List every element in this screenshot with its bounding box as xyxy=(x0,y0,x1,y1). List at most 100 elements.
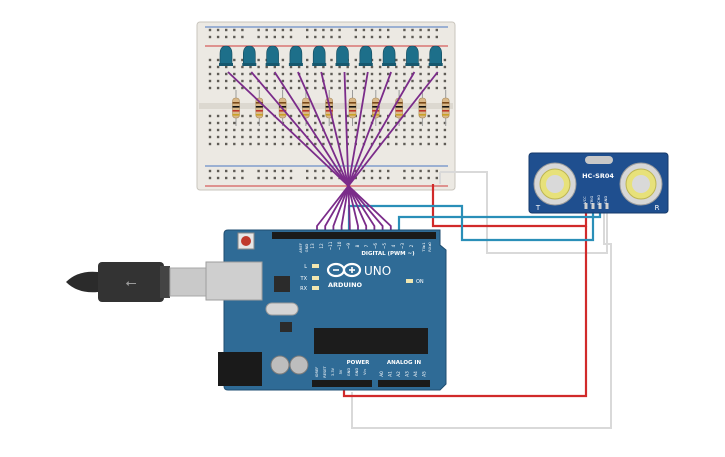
breadboard-hole xyxy=(265,114,268,118)
rail-hole xyxy=(354,28,357,32)
digital-pin-label: 8 xyxy=(355,244,360,247)
breadboard-hole xyxy=(273,142,276,146)
breadboard-hole xyxy=(370,128,374,132)
rail-hole xyxy=(419,28,422,32)
breadboard-hole xyxy=(257,86,260,90)
sensor-model: HC-SR04 xyxy=(582,172,614,180)
rail-hole xyxy=(314,35,317,39)
breadboard-hole xyxy=(265,79,268,83)
rail-hole xyxy=(281,169,285,173)
breadboard-hole xyxy=(273,135,276,139)
digital-pin-label: ~6 xyxy=(373,243,378,250)
rail-hole xyxy=(330,176,333,180)
rail-hole xyxy=(419,35,422,39)
breadboard-hole xyxy=(265,72,268,76)
breadboard-hole xyxy=(419,79,422,83)
breadboard-hole xyxy=(362,114,366,118)
rail-hole xyxy=(208,35,212,39)
breadboard-hole xyxy=(289,86,293,90)
breadboard-hole xyxy=(346,86,349,90)
reset-button-cap[interactable] xyxy=(241,236,251,246)
breadboard-hole xyxy=(249,135,252,139)
breadboard-hole xyxy=(395,121,398,125)
breadboard-hole xyxy=(330,58,333,62)
breadboard-hole xyxy=(370,79,374,83)
breadboard-hole xyxy=(354,128,357,132)
rail-hole xyxy=(273,169,276,173)
digital-header-label: DIGITAL (PWM ~) xyxy=(361,251,415,257)
rail-hole xyxy=(289,169,293,173)
breadboard-hole xyxy=(330,79,333,83)
led-rim xyxy=(382,63,397,66)
led-rim xyxy=(335,63,350,66)
breadboard-hole xyxy=(378,121,382,125)
rail-hole xyxy=(216,176,220,180)
rail-hole xyxy=(314,169,317,173)
label-led-on: ON xyxy=(416,279,424,285)
breadboard-hole xyxy=(435,86,438,90)
led-rx-indicator xyxy=(312,286,319,290)
breadboard-hole xyxy=(330,121,333,125)
led-rim xyxy=(405,63,420,66)
breadboard-hole xyxy=(378,142,382,146)
breadboard-hole xyxy=(233,65,236,69)
breadboard-hole xyxy=(443,86,447,90)
rail-hole xyxy=(233,35,236,39)
power-pin-label: RESET xyxy=(323,365,327,377)
breadboard-hole xyxy=(241,135,244,139)
breadboard-hole xyxy=(411,121,414,125)
rail-hole xyxy=(281,176,285,180)
rail-hole xyxy=(289,176,293,180)
breadboard-hole xyxy=(249,121,252,125)
rail-hole xyxy=(306,35,309,39)
sensor-left-mark: T xyxy=(535,204,541,212)
resistor-band xyxy=(442,106,450,108)
breadboard-hole xyxy=(411,114,414,118)
breadboard-hole xyxy=(395,79,398,83)
rail-hole xyxy=(378,176,382,180)
breadboard-hole xyxy=(443,121,447,125)
breadboard-hole xyxy=(314,135,317,139)
breadboard-hole xyxy=(443,135,447,139)
breadboard-hole xyxy=(427,72,430,76)
breadboard-hole xyxy=(378,135,382,139)
led xyxy=(243,45,256,65)
resistor-band xyxy=(349,114,356,116)
breadboard-hole xyxy=(257,72,260,76)
rail-hole xyxy=(265,169,268,173)
arduino-model: UNO xyxy=(364,264,391,278)
rail-hole xyxy=(208,176,212,180)
usb-jack xyxy=(205,261,263,301)
resistor-band xyxy=(279,110,287,112)
breadboard-hole xyxy=(289,65,293,69)
rail-hole xyxy=(362,28,366,32)
breadboard-hole xyxy=(395,65,398,69)
breadboard-hole xyxy=(330,65,333,69)
rail-hole xyxy=(322,169,325,173)
sensor-pin xyxy=(605,203,609,209)
breadboard-hole xyxy=(395,128,398,132)
power-pin-label: Vin xyxy=(363,369,367,375)
breadboard-hole xyxy=(411,86,414,90)
breadboard-hole xyxy=(257,65,260,69)
breadboard-hole xyxy=(281,65,285,69)
breadboard-hole xyxy=(427,79,430,83)
breadboard-hole xyxy=(225,79,228,83)
resistor-band xyxy=(395,102,403,104)
breadboard-hole xyxy=(314,79,317,83)
resistor-band xyxy=(255,106,263,108)
breadboard-hole xyxy=(322,135,325,139)
breadboard-hole xyxy=(427,65,430,69)
breadboard-hole xyxy=(419,58,422,62)
breadboard-hole xyxy=(273,128,276,132)
usb-symbol-icon: ⭠ xyxy=(125,275,136,291)
sensor-right-mark: R xyxy=(655,204,660,212)
breadboard-hole xyxy=(297,135,301,139)
sensor-transmitter-icon xyxy=(533,162,577,206)
breadboard-hole xyxy=(281,86,285,90)
breadboard-hole xyxy=(338,121,341,125)
breadboard-hole xyxy=(435,128,438,132)
rail-hole xyxy=(330,35,333,39)
